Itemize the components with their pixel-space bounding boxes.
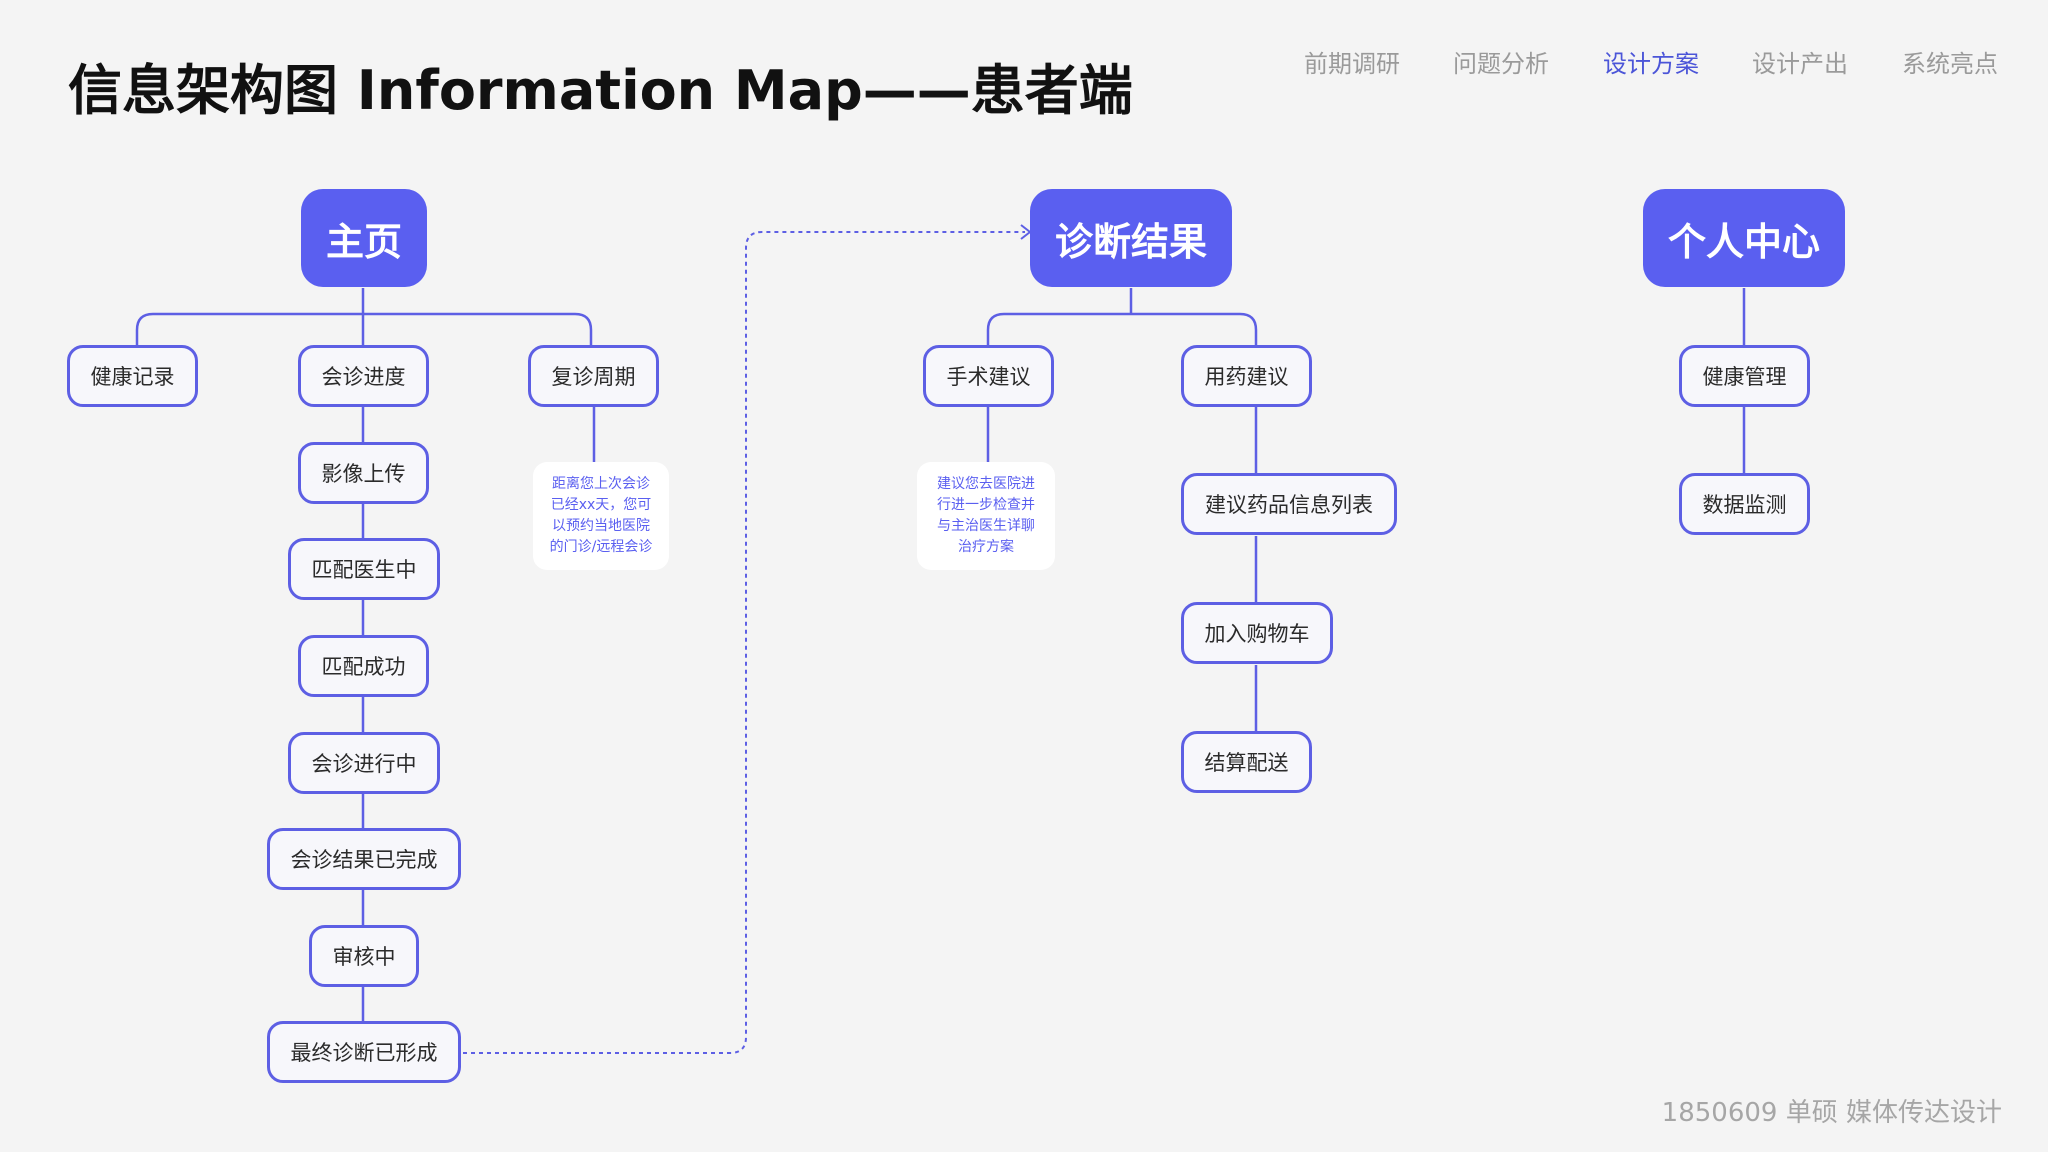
node-step-under-review[interactable]: 审核中 [309,925,419,987]
nav-item-highlights[interactable]: 系统亮点 [1902,50,1998,78]
note-revisit: 距离您上次会诊 已经xx天，您可 以预约当地医院 的门诊/远程会诊 [533,462,669,570]
note-surgery-line: 治疗方案 [958,539,1014,555]
node-medicine-list[interactable]: 建议药品信息列表 [1181,473,1397,535]
node-surgery-advice[interactable]: 手术建议 [923,345,1054,407]
nav-item-design[interactable]: 设计方案 [1603,50,1699,78]
main-node-personal[interactable]: 个人中心 [1643,189,1845,287]
note-surgery-line: 建议您去医院进 [937,476,1035,492]
main-node-home[interactable]: 主页 [301,189,427,287]
note-surgery-line: 与主治医生详聊 [937,518,1035,534]
node-step-result-completed[interactable]: 会诊结果已完成 [267,828,461,890]
nav-item-analysis[interactable]: 问题分析 [1453,50,1549,78]
node-add-to-cart[interactable]: 加入购物车 [1181,602,1333,664]
node-step-match-success[interactable]: 匹配成功 [298,635,429,697]
node-step-matching-doctor[interactable]: 匹配医生中 [288,538,440,600]
footer-credit: 1850609 单硕 媒体传达设计 [1661,1098,2002,1128]
note-revisit-line: 以预约当地医院 [552,518,650,534]
node-step-image-upload[interactable]: 影像上传 [298,442,429,504]
node-medication-advice[interactable]: 用药建议 [1181,345,1312,407]
note-surgery: 建议您去医院进 行进一步检查并 与主治医生详聊 治疗方案 [917,462,1055,570]
note-surgery-line: 行进一步检查并 [937,497,1035,513]
main-node-diagnosis[interactable]: 诊断结果 [1030,189,1232,287]
connector-dotted-link [463,231,1025,1054]
arrow-right-icon [1020,224,1032,240]
node-revisit-cycle[interactable]: 复诊周期 [528,345,659,407]
node-health-management[interactable]: 健康管理 [1679,345,1810,407]
nav-item-research[interactable]: 前期调研 [1304,50,1400,78]
node-checkout-delivery[interactable]: 结算配送 [1181,731,1312,793]
node-consult-progress[interactable]: 会诊进度 [298,345,429,407]
node-step-final-diagnosis[interactable]: 最终诊断已形成 [267,1021,461,1083]
node-data-monitoring[interactable]: 数据监测 [1679,473,1810,535]
note-revisit-line: 的门诊/远程会诊 [549,539,653,555]
note-revisit-line: 距离您上次会诊 [552,476,650,492]
page-title: 信息架构图 Information Map——患者端 [68,59,1133,122]
node-health-record[interactable]: 健康记录 [67,345,198,407]
nav-item-output[interactable]: 设计产出 [1752,50,1848,78]
node-step-consult-in-progress[interactable]: 会诊进行中 [288,732,440,794]
connector-diagnosis-branches [986,312,1258,345]
note-revisit-line: 已经xx天，您可 [550,497,652,513]
